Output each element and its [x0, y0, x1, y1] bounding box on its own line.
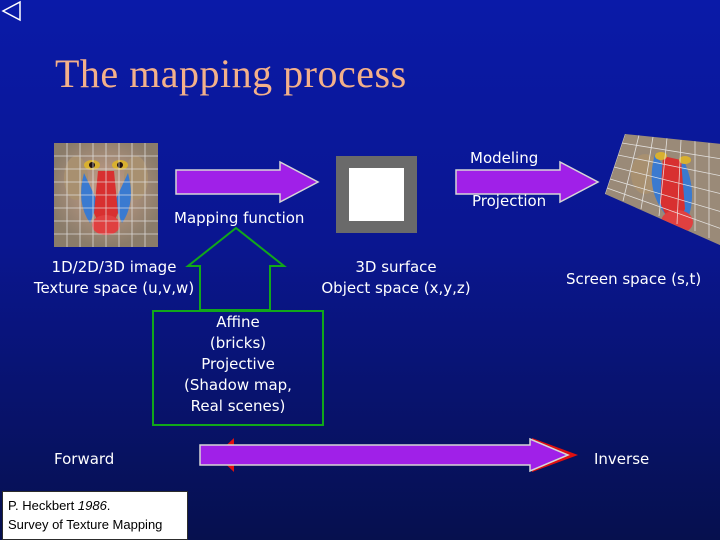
- texture-label-line2: Texture space (u,v,w): [33, 279, 195, 297]
- citation-title: Survey of Texture Mapping: [8, 517, 163, 532]
- screen-space-label: Screen space (s,t): [566, 270, 702, 288]
- affine-line: Real scenes): [190, 397, 286, 415]
- texture-space-label: 1D/2D/3D image Texture space (u,v,w): [26, 257, 202, 299]
- surface-image: [336, 156, 417, 233]
- surface-label-line1: 3D surface: [355, 258, 437, 276]
- mapping-function-label: Mapping function: [174, 209, 305, 227]
- affine-line: Affine: [216, 313, 260, 331]
- projection-label: Projection: [472, 192, 547, 210]
- citation-box: P. Heckbert 1986. Survey of Texture Mapp…: [2, 491, 188, 540]
- slide-title: The mapping process: [55, 51, 407, 96]
- inverse-label: Inverse: [594, 450, 650, 468]
- citation-year: 1986: [77, 498, 107, 513]
- affine-line: (bricks): [209, 334, 267, 352]
- surface-label-line2: Object space (x,y,z): [321, 279, 471, 297]
- texture-image: [54, 143, 158, 247]
- forward-inverse-bar: [199, 437, 570, 473]
- forward-label: Forward: [54, 450, 115, 468]
- modeling-label: Modeling: [470, 149, 539, 167]
- mapping-arrow: [175, 160, 320, 204]
- projection-arrow: [455, 160, 600, 204]
- citation-author-line: P. Heckbert 1986.: [8, 498, 111, 513]
- affine-line: Projective: [201, 355, 275, 373]
- screen-image: [605, 134, 720, 246]
- back-arrow-icon[interactable]: [0, 0, 22, 22]
- object-space-label: 3D surface Object space (x,y,z): [314, 257, 478, 299]
- affine-line: (Shadow map,: [184, 376, 292, 394]
- texture-label-line1: 1D/2D/3D image: [51, 258, 177, 276]
- affine-box: [152, 310, 324, 426]
- green-up-arrow: [185, 226, 287, 311]
- citation-author: P. Heckbert: [8, 498, 75, 513]
- affine-text: Affine (bricks) Projective (Shadow map, …: [154, 312, 322, 417]
